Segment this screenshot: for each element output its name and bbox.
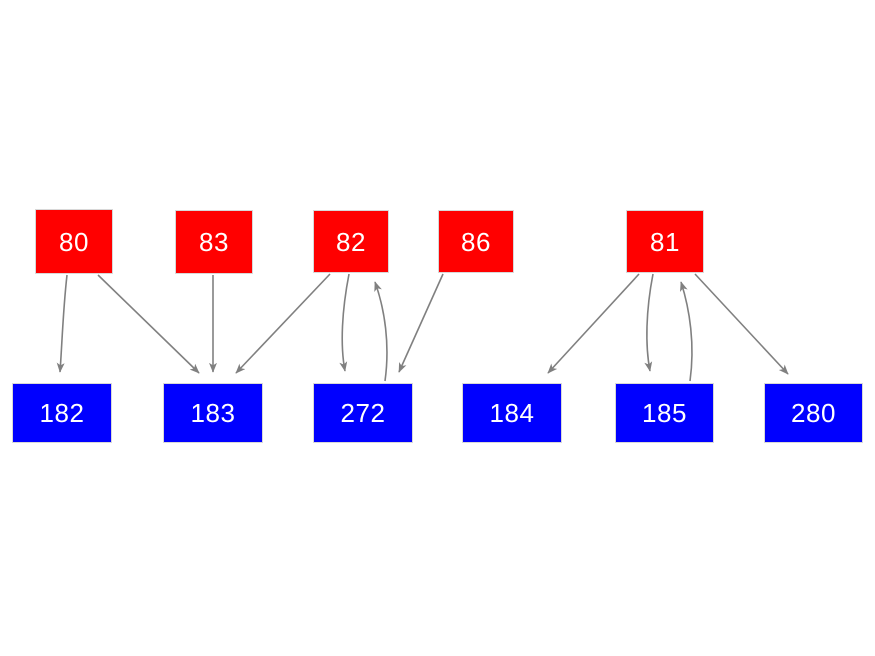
node-label-184: 184 — [489, 398, 535, 428]
graph-node-182[interactable]: 182 — [12, 383, 112, 443]
graph-node-82[interactable]: 82 — [313, 210, 389, 273]
node-label-272: 272 — [340, 398, 386, 428]
node-label-280: 280 — [791, 398, 836, 428]
graph-node-184[interactable]: 184 — [462, 383, 562, 443]
edge-80-to-182 — [56, 274, 68, 373]
graph-node-185[interactable]: 185 — [615, 383, 714, 443]
edge-80-to-183 — [97, 274, 200, 374]
edge-272-to-82 — [374, 281, 388, 382]
node-label-185: 185 — [642, 398, 687, 428]
graph-node-86[interactable]: 86 — [438, 210, 514, 273]
node-label-81: 81 — [650, 226, 680, 257]
edge-82-to-272 — [339, 273, 350, 372]
node-label-182: 182 — [39, 398, 85, 428]
graph-node-183[interactable]: 183 — [163, 383, 263, 443]
edge-82-to-183 — [235, 273, 331, 374]
edges-group — [56, 273, 789, 382]
edge-81-to-184 — [547, 273, 640, 374]
edge-86-to-272 — [398, 273, 444, 373]
graph-node-83[interactable]: 83 — [175, 210, 253, 274]
node-label-83: 83 — [199, 227, 229, 257]
graph-node-280[interactable]: 280 — [764, 383, 863, 443]
edge-81-to-185 — [644, 273, 654, 372]
graph-node-272[interactable]: 272 — [313, 383, 413, 443]
node-label-82: 82 — [336, 226, 366, 257]
node-label-86: 86 — [461, 226, 491, 257]
edge-185-to-81 — [680, 281, 693, 382]
edge-81-to-280 — [694, 273, 789, 375]
graph-node-81[interactable]: 81 — [626, 210, 704, 273]
node-label-183: 183 — [190, 398, 236, 428]
graph-node-80[interactable]: 80 — [35, 209, 113, 274]
node-label-80: 80 — [59, 226, 89, 257]
